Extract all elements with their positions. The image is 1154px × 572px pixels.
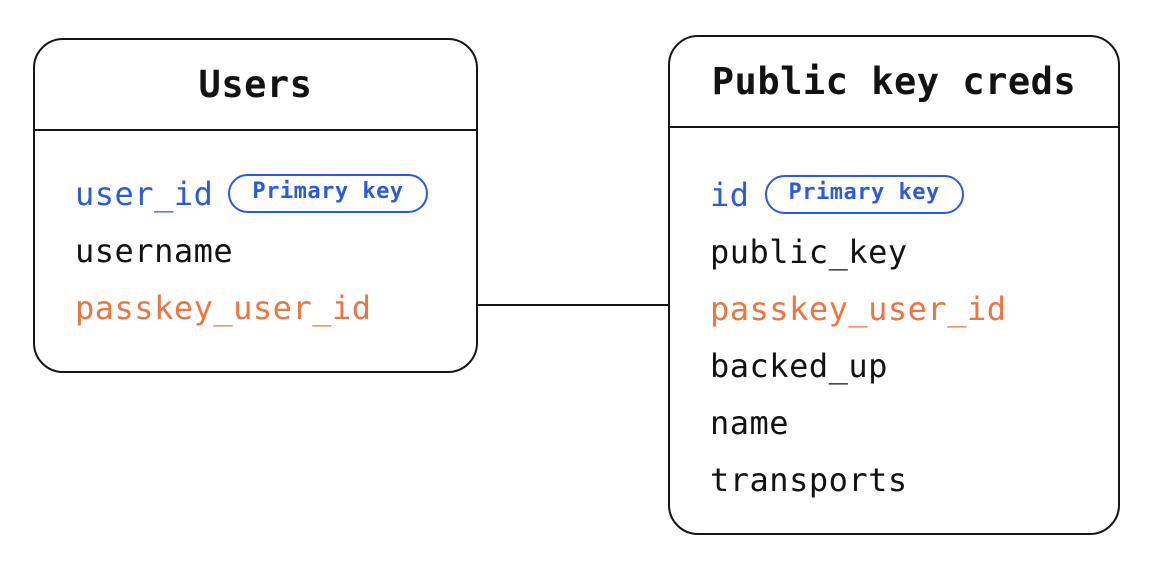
relationship-line [478, 304, 670, 306]
primary-key-badge: Primary key [228, 174, 428, 213]
field-row-name: name [710, 394, 1102, 451]
field-row-passkey-user-id: passkey_user_id [75, 279, 460, 336]
field-name-transports: transports [710, 460, 908, 499]
field-row-public-key: public_key [710, 223, 1102, 280]
field-row-user-id: user_id Primary key [75, 165, 460, 222]
field-name-passkey-user-id: passkey_user_id [75, 288, 372, 327]
table-public-key-creds: Public key creds id Primary key public_k… [668, 35, 1120, 535]
field-name-user-id: user_id [75, 174, 214, 213]
field-name-public-key: public_key [710, 232, 908, 271]
table-users-title: Users [198, 63, 313, 106]
table-public-key-creds-body: id Primary key public_key passkey_user_i… [670, 128, 1118, 508]
table-users-header: Users [35, 40, 476, 131]
field-row-backed-up: backed_up [710, 337, 1102, 394]
field-name-id: id [710, 175, 750, 214]
field-row-passkey-user-id: passkey_user_id [710, 280, 1102, 337]
table-users-body: user_id Primary key username passkey_use… [35, 131, 476, 336]
table-public-key-creds-title: Public key creds [711, 60, 1077, 103]
field-name-name: name [710, 403, 790, 442]
field-name-username: username [75, 231, 234, 270]
field-name-passkey-user-id: passkey_user_id [710, 289, 1007, 328]
table-users: Users user_id Primary key username passk… [33, 38, 478, 373]
table-public-key-creds-header: Public key creds [670, 37, 1118, 128]
field-row-id: id Primary key [710, 166, 1102, 223]
primary-key-badge: Primary key [764, 175, 964, 214]
field-name-backed-up: backed_up [710, 346, 888, 385]
field-row-username: username [75, 222, 460, 279]
field-row-transports: transports [710, 451, 1102, 508]
